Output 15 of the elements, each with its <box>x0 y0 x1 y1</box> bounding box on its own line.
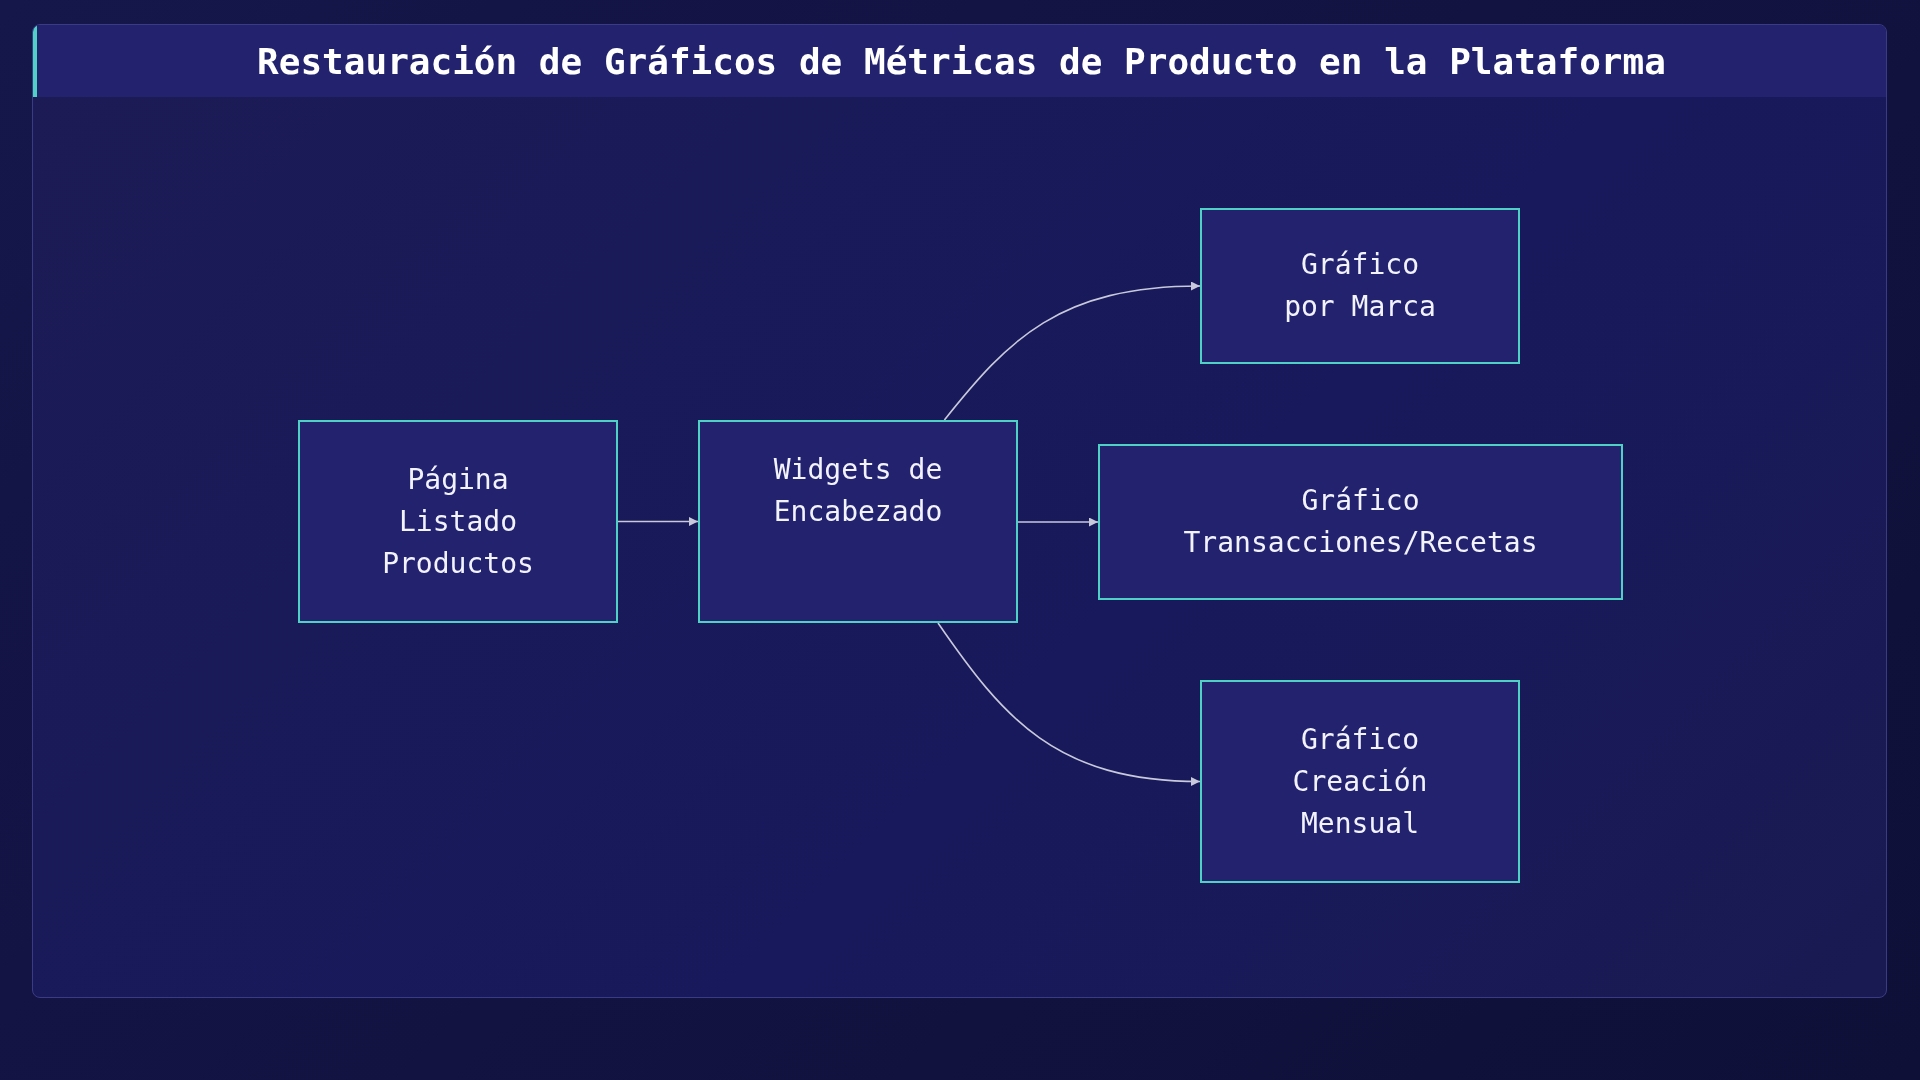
process-box <box>1200 680 1520 883</box>
arrow <box>1017 517 1099 527</box>
process-box <box>298 420 618 623</box>
node-text: Gráfico Creación Mensual <box>1291 721 1429 842</box>
arrow <box>617 517 699 526</box>
node-text: Gráfico Transacciones/Recetas <box>1182 483 1539 561</box>
process-box <box>1200 208 1520 364</box>
node-text: Página Listado Productos <box>381 461 535 582</box>
node-text: Widgets de Encabezado <box>772 452 944 530</box>
arrow <box>937 622 1201 786</box>
node-text: Gráfico por Marca <box>1283 247 1437 325</box>
process-box <box>1098 444 1623 600</box>
process-box <box>698 420 1018 623</box>
diagram-title: Restauración de Gráficos de Métricas de Producto en la Plataforma <box>257 40 1666 82</box>
arrow <box>943 281 1201 421</box>
